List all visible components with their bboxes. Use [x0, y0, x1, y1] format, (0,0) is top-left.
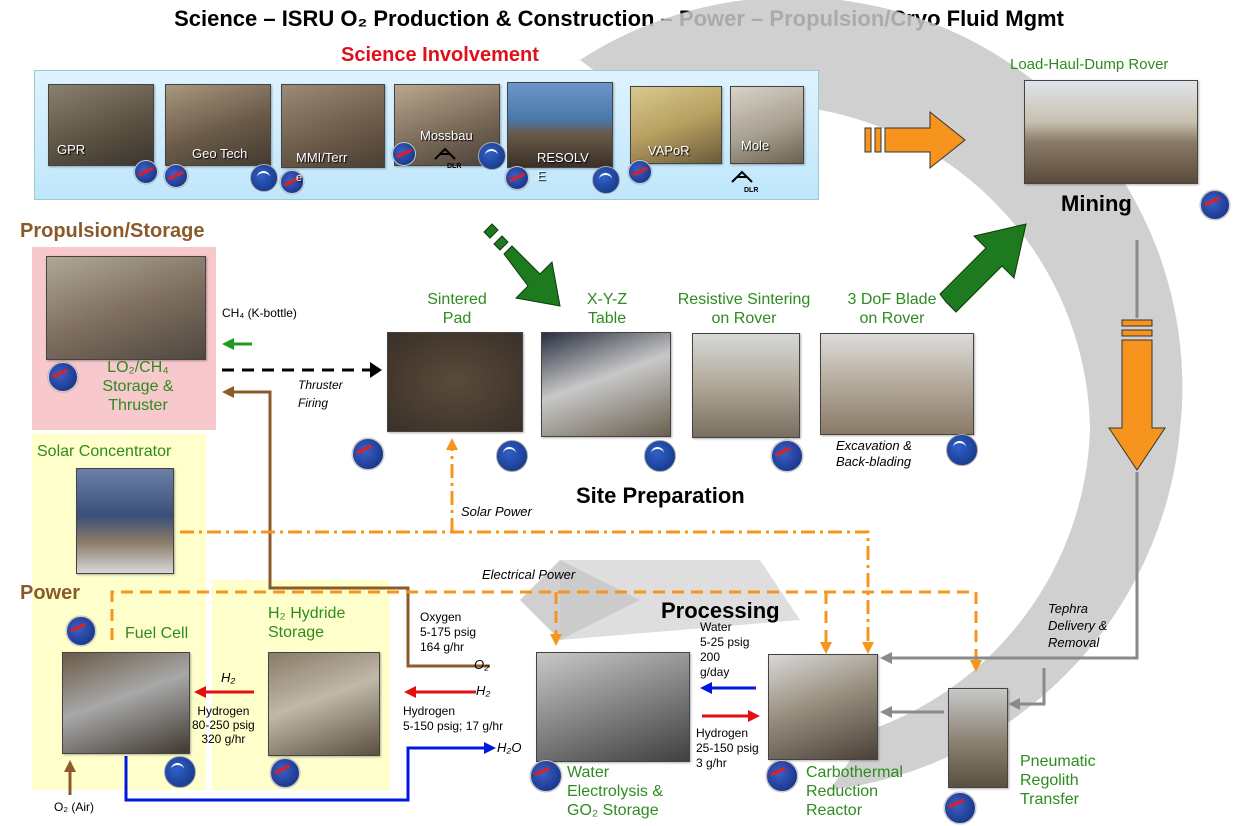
- nasa-logo-icon: [628, 160, 652, 184]
- gpr-label: GPR: [57, 142, 86, 157]
- fuel-cell-photo: [62, 652, 190, 754]
- pneumatic-label: Pneumatic Regolith Transfer: [1020, 753, 1096, 808]
- carbothermal-label: Carbothermal Reduction Reactor: [806, 764, 903, 819]
- dlr-logo-text: DLR: [744, 187, 759, 194]
- solar-concentrator-photo: [76, 468, 174, 574]
- blade-label: 3 DoF Blade on Rover: [847, 291, 937, 327]
- nasa-logo-icon: [766, 760, 798, 792]
- resolve-label-fragment: E: [537, 168, 546, 183]
- section-mining: Mining: [1061, 191, 1132, 216]
- nasa-logo-icon: [134, 160, 158, 184]
- hydrogen-fc-spec: Hydrogen 80-250 psig 320 g/hr: [192, 704, 255, 746]
- h2-storage-photo: [268, 652, 380, 756]
- dlr-logo-icon: [731, 170, 753, 183]
- mmi-label-fragment: e: [296, 172, 303, 184]
- solar-power-label: Solar Power: [461, 504, 532, 519]
- oxygen-spec: Oxygen 5-175 psig 164 g/hr: [420, 610, 477, 654]
- section-propulsion: Propulsion/Storage: [20, 220, 205, 242]
- csa-logo-icon: [250, 164, 278, 192]
- nasa-logo-icon: [66, 616, 96, 646]
- resistive-rover-photo: [692, 333, 800, 438]
- propulsion-photo: [46, 256, 206, 360]
- o2-label: O₂: [474, 657, 490, 672]
- section-site-preparation: Site Preparation: [576, 483, 745, 508]
- pneumatic-photo: [948, 688, 1008, 788]
- mmi-label: MMI/Terr: [296, 150, 348, 165]
- nasa-logo-icon: [270, 758, 300, 788]
- h2o-label: H₂O: [497, 740, 522, 755]
- xyz-table-photo: [541, 332, 671, 437]
- csa-logo-icon: [478, 142, 506, 170]
- nasa-logo-icon: [392, 142, 416, 166]
- electrolysis-photo: [536, 652, 690, 762]
- lox-ch4-label: LO₂/CH₄ Storage & Thruster: [102, 359, 174, 414]
- rover-label: Load-Haul-Dump Rover: [1010, 56, 1169, 73]
- dlr-logo-icon: [434, 147, 456, 160]
- csa-logo-icon: [946, 434, 978, 466]
- nasa-logo-icon: [1200, 190, 1230, 220]
- h2-hydride-label: H₂ Hydride Storage: [268, 605, 346, 641]
- csa-logo-icon: [644, 440, 676, 472]
- excavation-label: Excavation & Back-blading: [836, 438, 912, 469]
- nasa-logo-icon: [771, 440, 803, 472]
- fuel-cell-label: Fuel Cell: [125, 625, 189, 642]
- mmi-photo: [281, 84, 385, 168]
- section-science: Science Involvement: [341, 44, 539, 66]
- h2-label: H₂: [476, 683, 491, 698]
- water-spec: Water 5-25 psig 200 g/day: [700, 620, 750, 679]
- nasa-logo-icon: [352, 438, 384, 470]
- rover-photo: [1024, 80, 1198, 184]
- nasa-logo-icon: [530, 760, 562, 792]
- section-power: Power: [20, 582, 81, 604]
- nasa-logo-icon: [280, 170, 304, 194]
- geotech-photo: [165, 84, 271, 166]
- section-processing: Processing: [661, 598, 780, 623]
- blade-rover-photo: [820, 333, 974, 435]
- vapor-photo: [630, 86, 722, 164]
- carbothermal-photo: [768, 654, 878, 760]
- mole-label: Mole: [741, 138, 770, 153]
- dlr-logo-text: DLR: [447, 163, 462, 170]
- gpr-photo: [48, 84, 154, 166]
- o2-air-label: O₂ (Air): [54, 800, 94, 814]
- ch4-kbottle-label: CH₄ (K-bottle): [222, 306, 297, 320]
- csa-logo-icon: [592, 166, 620, 194]
- csa-logo-icon: [164, 756, 196, 788]
- thruster-firing-label: Thruster Firing: [298, 378, 343, 410]
- hydrogen-cr-spec: Hydrogen 25-150 psig 3 g/hr: [696, 726, 759, 770]
- electrolysis-label: Water Electrolysis & GO₂ Storage: [567, 764, 664, 819]
- sintered-pad-label: Sintered Pad: [427, 291, 487, 327]
- csa-logo-icon: [496, 440, 528, 472]
- xyz-table-label: X-Y-Z Table: [586, 291, 628, 327]
- resistive-sintering-label: Resistive Sintering on Rover: [677, 291, 811, 327]
- resolve-label: RESOLV: [537, 150, 589, 165]
- mossbauer-label: Mossbau: [420, 128, 473, 143]
- sintered-pad-photo: [387, 332, 523, 432]
- vapor-label: VAPoR: [648, 143, 690, 158]
- nasa-logo-icon: [944, 792, 976, 824]
- mole-photo: [730, 86, 804, 164]
- geotech-label: Geo Tech: [192, 146, 248, 161]
- resolve-photo: [507, 82, 613, 168]
- nasa-logo-icon: [164, 164, 188, 188]
- solar-concentrator-label: Solar Concentrator: [37, 443, 172, 460]
- nasa-logo-icon: [48, 362, 78, 392]
- tephra-label: Tephra Delivery & Removal: [1048, 601, 1108, 650]
- hydrogen-el-spec: Hydrogen 5-150 psig; 17 g/hr: [403, 704, 504, 733]
- h2-fc-label: H₂: [221, 670, 236, 685]
- electrical-power-label: Electrical Power: [482, 567, 576, 582]
- nasa-logo-icon: [505, 166, 529, 190]
